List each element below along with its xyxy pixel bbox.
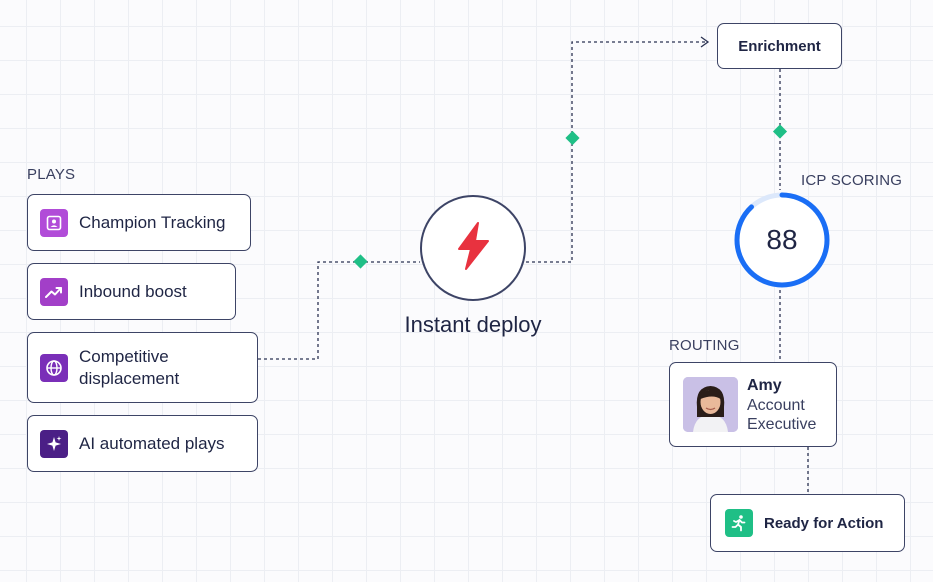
node-marker — [353, 254, 368, 269]
lightning-icon — [451, 221, 495, 276]
play-card-champion-tracking[interactable]: Champion Tracking — [27, 194, 251, 251]
node-marker — [772, 124, 788, 139]
enrichment-label: Enrichment — [738, 37, 821, 55]
score-progress-arc — [734, 192, 830, 288]
play-label: Champion Tracking — [79, 212, 226, 232]
instant-deploy-label: Instant deploy — [404, 312, 542, 337]
trending-up-icon — [40, 277, 68, 306]
person-badge-icon — [40, 208, 68, 237]
globe-icon — [40, 353, 68, 382]
routing-card[interactable]: Amy Account Executive — [669, 362, 837, 447]
running-person-icon — [725, 509, 753, 537]
play-card-ai-automated-plays[interactable]: AI automated plays — [27, 415, 258, 472]
play-label: AI automated plays — [79, 433, 225, 453]
avatar — [683, 377, 738, 432]
play-label: Inbound boost — [79, 281, 187, 301]
instant-deploy-node[interactable] — [420, 195, 526, 301]
sparkles-icon — [40, 429, 68, 458]
play-card-competitive-displacement[interactable]: Competitive displacement — [27, 332, 258, 403]
icp-scoring-heading: ICP SCORING — [801, 172, 903, 189]
person-role-line: Account — [747, 396, 805, 414]
person-name: Amy — [747, 376, 782, 394]
enrichment-card[interactable]: Enrichment — [717, 23, 842, 69]
play-label: Competitive displacement — [79, 346, 180, 388]
icp-score-gauge: 88 — [732, 190, 832, 290]
plays-heading: PLAYS — [27, 166, 76, 183]
routing-heading: ROUTING — [669, 337, 740, 354]
ready-for-action-card[interactable]: Ready for Action — [710, 494, 905, 552]
ready-for-action-label: Ready for Action — [764, 514, 884, 532]
play-card-inbound-boost[interactable]: Inbound boost — [27, 263, 236, 320]
person-role-line: Executive — [747, 415, 817, 433]
node-marker — [565, 130, 580, 146]
icp-score-value: 88 — [766, 224, 798, 255]
